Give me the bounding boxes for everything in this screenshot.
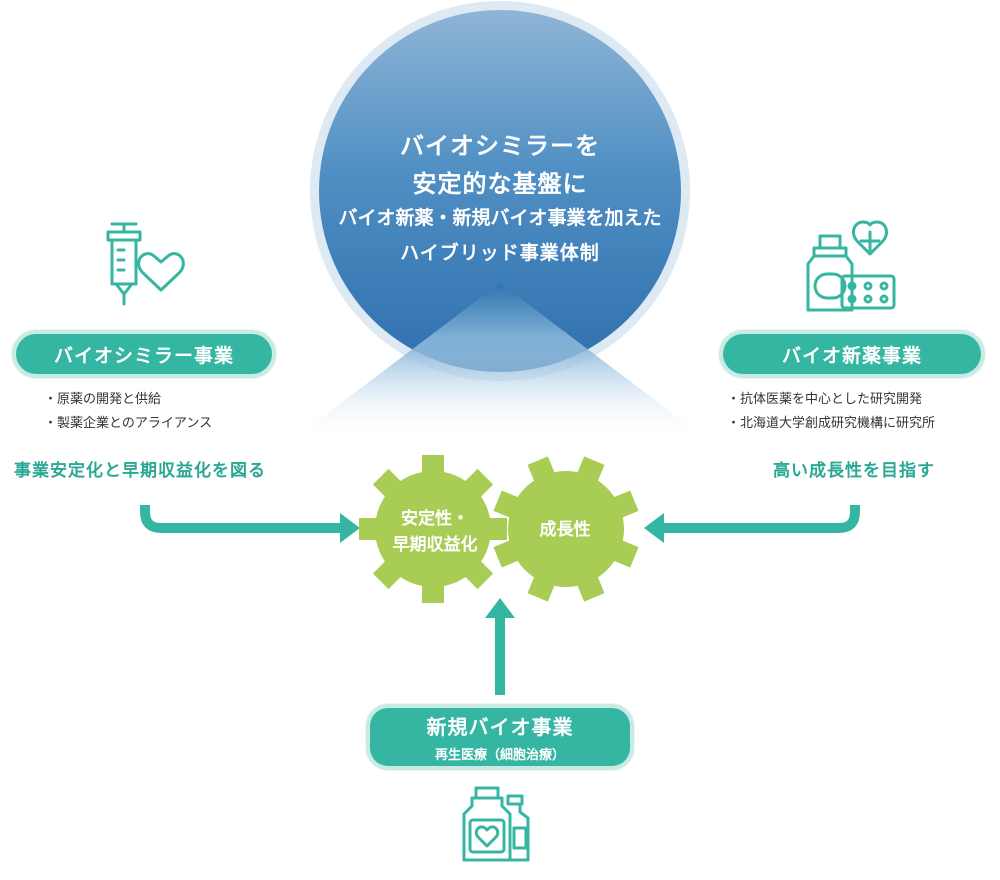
center-title-line3: バイオ新薬・新規バイオ事業を加えた bbox=[338, 207, 662, 229]
gear-right-label: 成長性 bbox=[539, 520, 591, 540]
left-arrow-head bbox=[340, 513, 360, 543]
biosimilar-business-label: バイオシミラー事業 bbox=[16, 334, 272, 374]
light-beam bbox=[292, 283, 708, 440]
bio-new-drug-tagline: 高い成長性を目指す bbox=[773, 461, 935, 481]
gear-right bbox=[493, 456, 639, 602]
up-arrow-head bbox=[485, 598, 515, 618]
medicine-bottle-pills-icon bbox=[806, 220, 896, 312]
bullet-item: 製薬企業とのアライアンス bbox=[44, 412, 212, 436]
bullet-item: 北海道大学創成研究機構に研究所 bbox=[727, 412, 935, 436]
bio-new-drug-business-label: バイオ新薬事業 bbox=[723, 334, 981, 374]
biosimilar-tagline: 事業安定化と早期収益化を図る bbox=[14, 461, 266, 481]
center-title-line2: 安定的な基盤に bbox=[412, 170, 588, 198]
gear-left-label: 安定性・ 早期収益化 bbox=[377, 506, 493, 558]
center-title-line1: バイオシミラーを bbox=[400, 132, 600, 160]
bullet-item: 原薬の開発と供給 bbox=[44, 388, 212, 412]
center-title-line4: ハイブリッド事業体制 bbox=[400, 242, 600, 264]
gear-left-label-line1: 安定性・ bbox=[401, 509, 469, 529]
new-bio-business-subtitle: 再生医療（細胞治療） bbox=[434, 748, 565, 763]
new-bio-business-title: 新規バイオ事業 bbox=[426, 715, 574, 739]
vials-heart-icon bbox=[462, 786, 530, 862]
center-circle bbox=[319, 10, 681, 372]
gear-left-label-line2: 早期収益化 bbox=[392, 535, 478, 555]
biosimilar-bullets: 原薬の開発と供給 製薬企業とのアライアンス bbox=[44, 388, 212, 436]
syringe-heart-icon bbox=[106, 222, 185, 306]
left-arrow bbox=[140, 505, 340, 533]
right-arrow-head bbox=[644, 513, 664, 543]
new-bio-business-label: 新規バイオ事業 再生医療（細胞治療） bbox=[370, 708, 630, 766]
right-arrow bbox=[664, 505, 860, 533]
bio-new-drug-bullets: 抗体医薬を中心とした研究開発 北海道大学創成研究機構に研究所 bbox=[727, 388, 935, 436]
bullet-item: 抗体医薬を中心とした研究開発 bbox=[727, 388, 935, 412]
gear-left bbox=[359, 455, 507, 603]
